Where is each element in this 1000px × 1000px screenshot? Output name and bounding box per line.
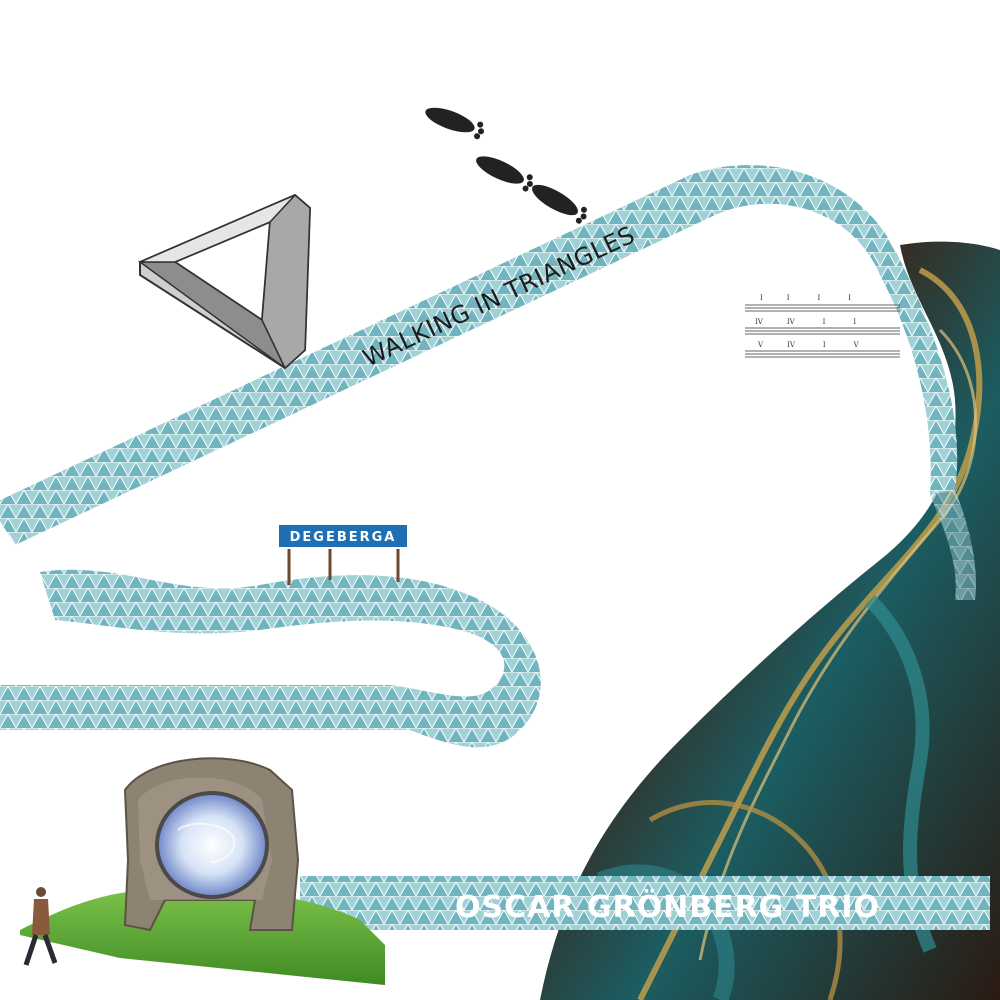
album-title: WALKING IN TRIANGLES: [359, 221, 640, 373]
footprint-icon: [425, 107, 485, 140]
winding-ribbon: [0, 569, 541, 748]
footprints: [425, 107, 587, 224]
portal-arch-icon: [123, 757, 300, 932]
penrose-triangle-icon: [137, 193, 312, 370]
walking-man-icon: [23, 887, 58, 966]
artist-ribbon: [300, 876, 990, 930]
artist-name: OSCAR GRÖNBERG TRIO: [455, 888, 880, 925]
main-ribbon: [0, 165, 976, 600]
town-sign: DEGEBERGA: [277, 523, 409, 585]
footprint-icon: [532, 184, 587, 224]
footprint-icon: [476, 156, 533, 192]
sign-label: DEGEBERGA: [290, 530, 397, 545]
